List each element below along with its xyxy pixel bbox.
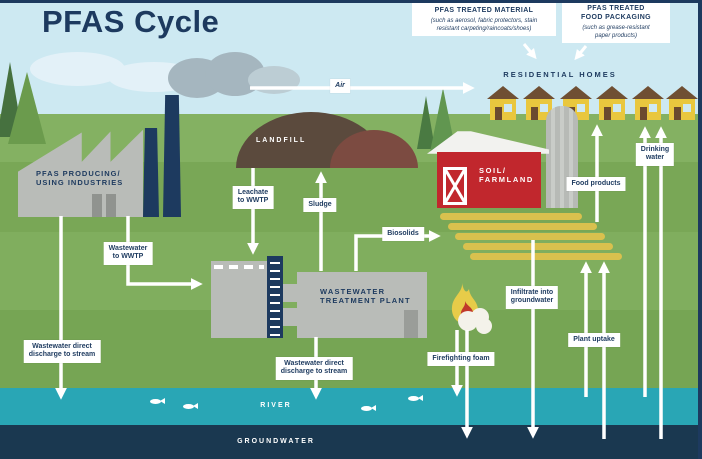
callout-pointer [574, 45, 588, 61]
wastewater-direct-left-label: Wastewater direct discharge to stream [23, 340, 101, 363]
wastewater-to-wwtp-label: Wastewater to WWTP [103, 242, 153, 265]
house [523, 86, 555, 120]
house [487, 86, 519, 120]
fish-icon [150, 398, 165, 404]
callout-subtitle: (such as grease-resistant paper products… [582, 25, 650, 40]
crop-row [440, 213, 582, 220]
factory-window [92, 194, 102, 217]
drinking-water-label: Drinking water [635, 143, 675, 166]
page-title: PFAS Cycle [42, 4, 220, 39]
house-window [504, 104, 512, 112]
residential-homes-label: RESIDENTIAL HOMES [503, 70, 617, 79]
wwtp-label: WASTEWATER TREATMENT PLANT [320, 287, 411, 306]
crop-row [463, 243, 613, 250]
house-roof [487, 86, 519, 99]
callout-treated-material: PFAS TREATED MATERIAL (such as aerosol, … [412, 2, 556, 37]
firefighting-foam-icon [451, 283, 492, 334]
barn [437, 152, 541, 208]
right-border [698, 0, 702, 459]
fish-icon [361, 405, 376, 411]
fish-icon [408, 395, 423, 401]
groundwater-band [0, 425, 702, 459]
firefighting-foam-label: Firefighting foam [427, 352, 495, 367]
house-door [495, 107, 502, 120]
callout-pointer [522, 43, 537, 60]
wastewater-direct-right-label: Wastewater direct discharge to stream [275, 357, 353, 380]
crop-row [470, 253, 622, 260]
leachate-label: Leachate to WWTP [232, 186, 274, 209]
wwtp-door [404, 310, 418, 338]
landfill-label: LANDFILL [256, 137, 307, 144]
groundwater-label: GROUNDWATER [237, 438, 315, 445]
smokestack [163, 95, 181, 217]
fish-icon [183, 403, 198, 409]
factory-window [106, 194, 116, 217]
river-label: RIVER [260, 402, 292, 409]
silo [546, 106, 578, 208]
soil-farmland-label: SOIL/ FARMLAND [479, 166, 534, 185]
plant-uptake-label: Plant uptake [568, 333, 620, 348]
wwtp-pipe [283, 284, 297, 302]
infiltrate-label: Infiltrate into groundwater [505, 286, 559, 309]
wwtp-clarifier-building [211, 261, 267, 338]
wwtp-ladder [267, 256, 283, 338]
smoke-cloud [248, 66, 300, 94]
food-products-label: Food products [566, 177, 626, 192]
wwtp-pipe [283, 308, 297, 326]
barn-door-icon [443, 167, 467, 205]
industries-label: PFAS PRODUCING/ USING INDUSTRIES [36, 169, 124, 188]
pine-tree [8, 72, 46, 144]
callout-title: PFAS TREATED MATERIAL [434, 7, 534, 14]
river-band [0, 388, 702, 425]
house [596, 86, 628, 120]
crop-row [448, 223, 597, 230]
crop-row [455, 233, 605, 240]
house [632, 86, 664, 120]
house [666, 86, 698, 120]
air-label: Air [330, 79, 350, 94]
callout-subtitle: (such as aerosol, fabric protectors, sta… [430, 18, 538, 33]
smokestack [143, 128, 159, 217]
top-border [0, 0, 702, 3]
sludge-label: Sludge [303, 198, 337, 213]
biosolids-label: Biosolids [382, 227, 424, 242]
callout-food-packaging: PFAS TREATED FOOD PACKAGING (such as gre… [562, 0, 670, 44]
callout-title: PFAS TREATED FOOD PACKAGING [580, 5, 652, 22]
